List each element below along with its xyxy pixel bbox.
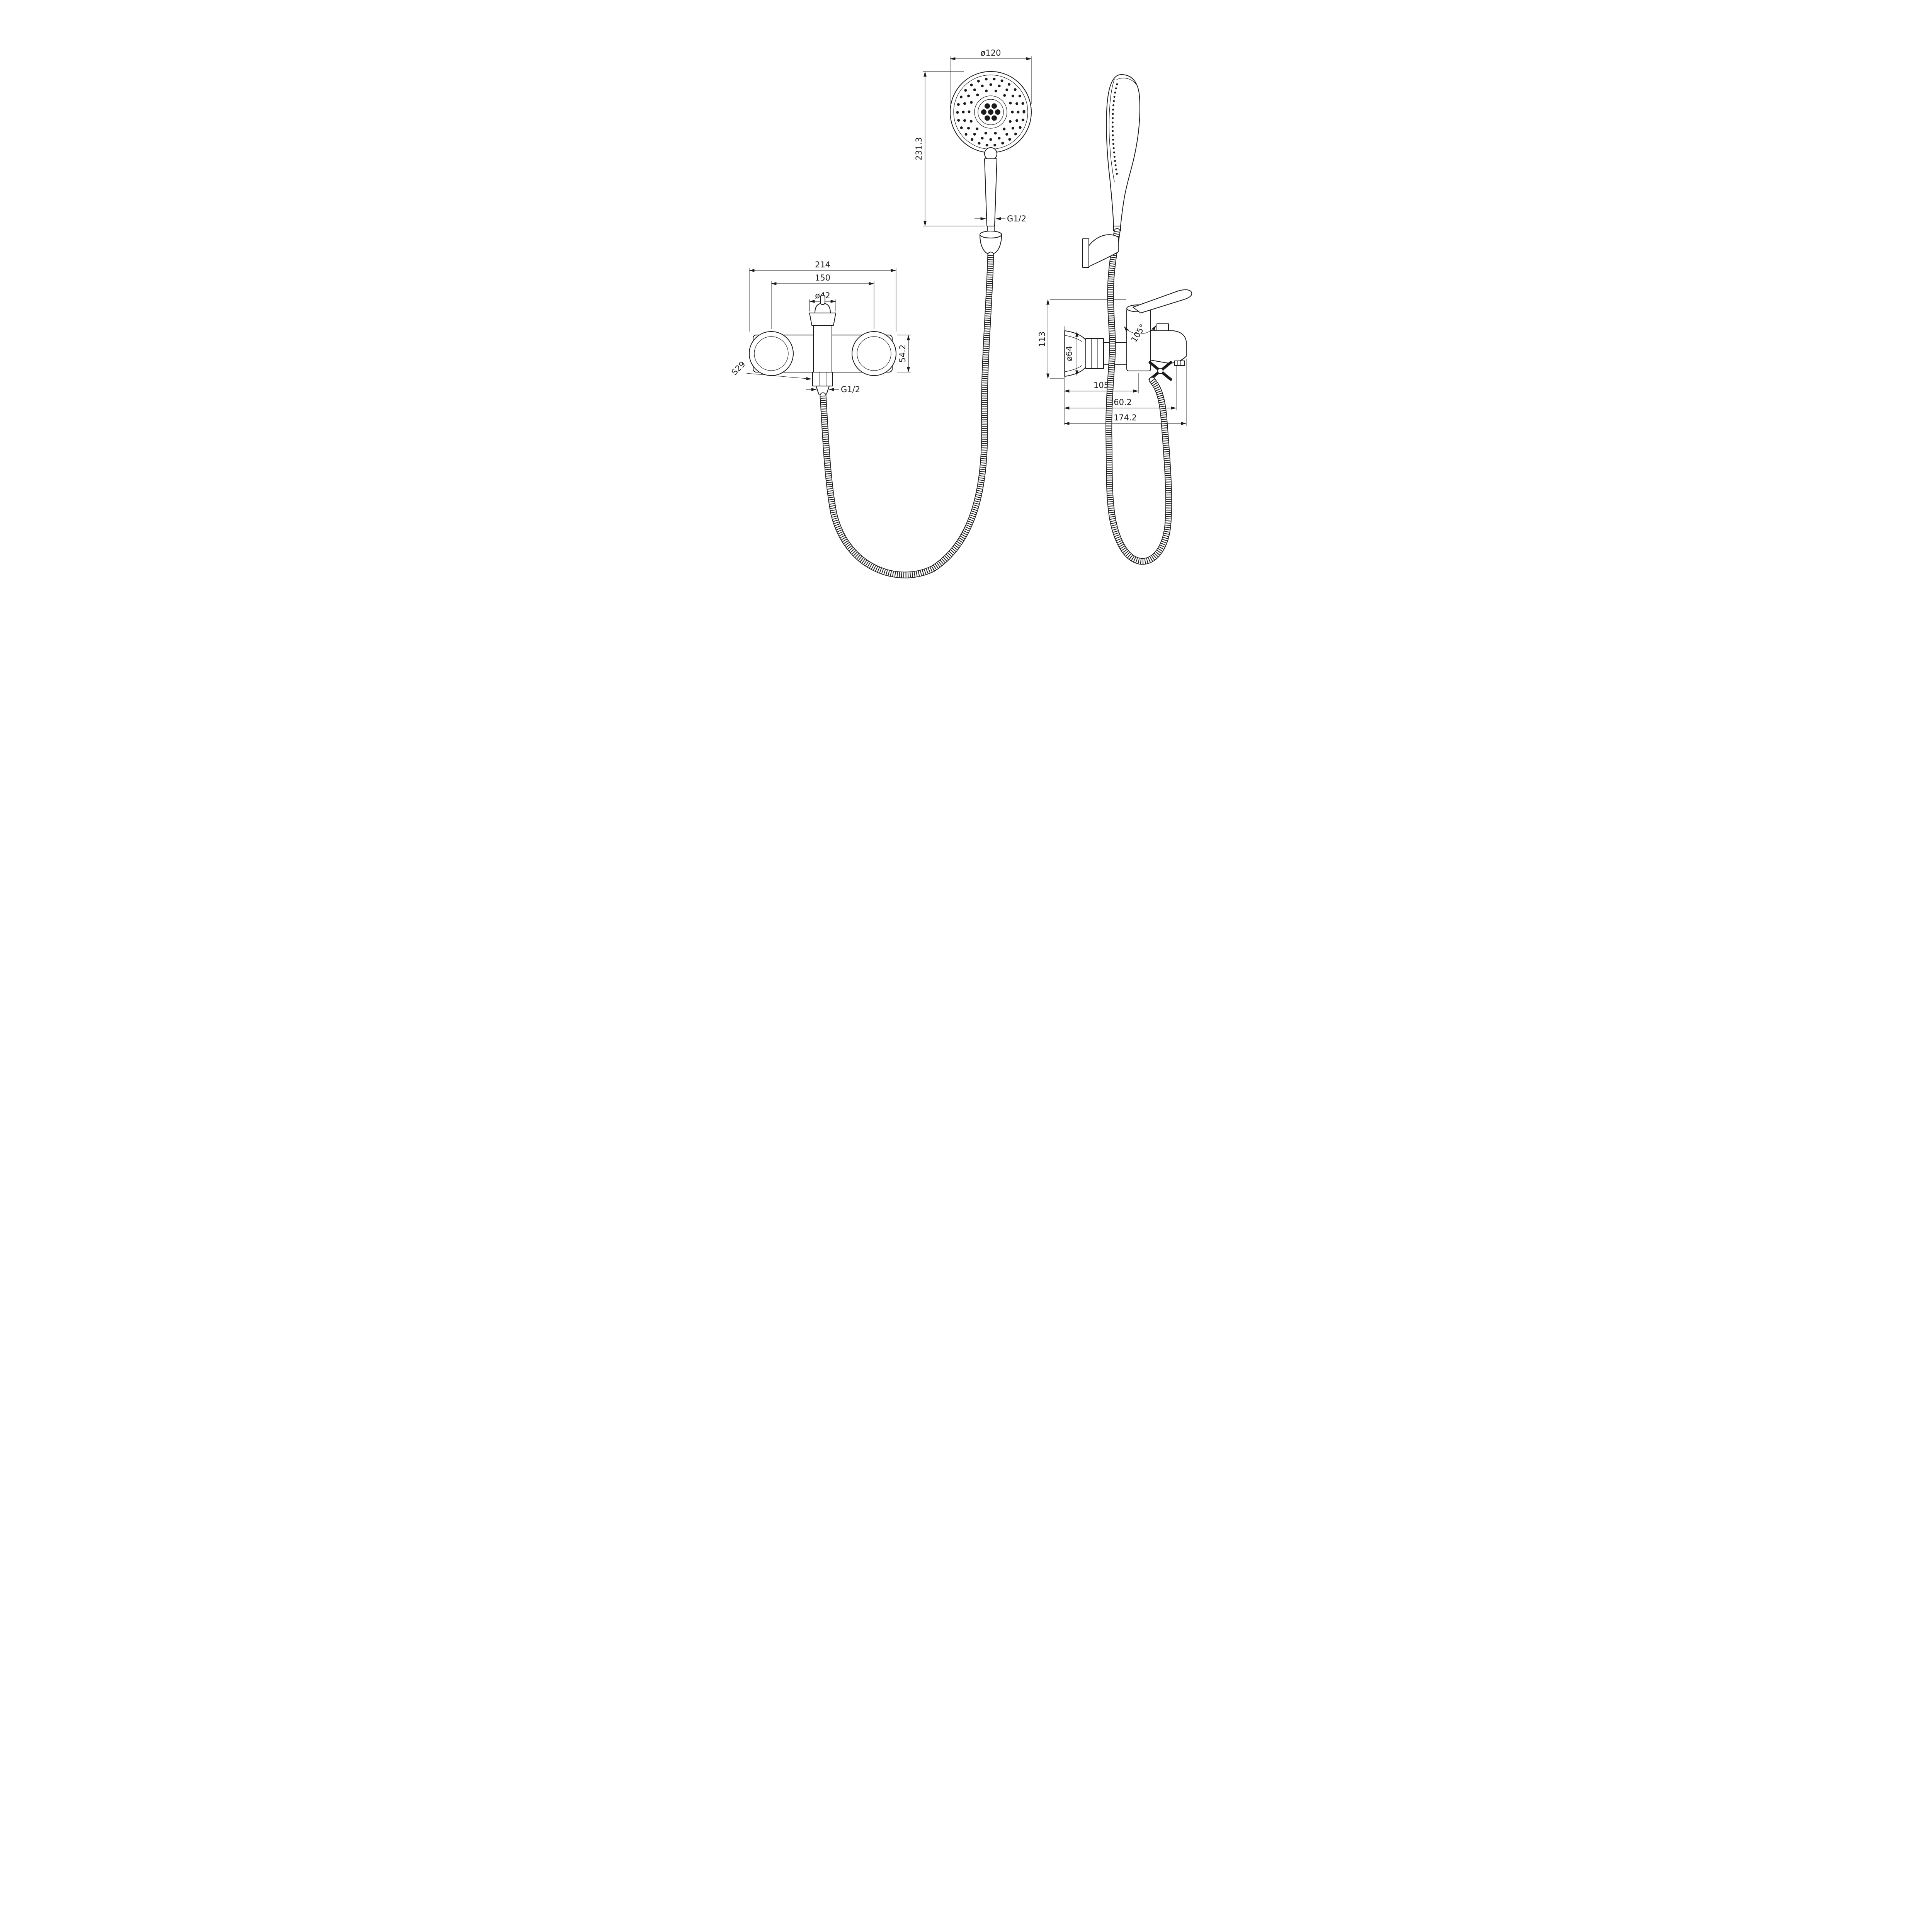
aerator [1174, 361, 1185, 366]
spray-ring-middle [962, 83, 1020, 141]
tub-spout-side [1150, 330, 1187, 364]
drawing-canvas: ø120 231.3 G1/2 214 [716, 0, 1216, 592]
shower-head-side-top-line [1116, 78, 1136, 85]
diverter-column [813, 325, 832, 374]
bracket-wall-plate [1082, 238, 1089, 268]
dim-label-flange-diameter: ø64 [1065, 346, 1074, 361]
cartridge-cap [809, 313, 836, 326]
center-jet-dot [992, 115, 997, 121]
dim-outlet-thread: G1/2 [806, 385, 860, 394]
handle-connector [987, 226, 995, 232]
spout-root-step [1156, 323, 1169, 331]
dim-label-body-height: 113 [1037, 332, 1047, 347]
mounting-flange-right [852, 331, 896, 376]
handle-pin [820, 295, 825, 305]
angle-arc [1124, 325, 1156, 334]
dim-handle-thread: G1/2 [975, 214, 1026, 223]
side-hose [1105, 228, 1172, 565]
spray-dots-side [1111, 83, 1118, 176]
drawing-page: ø120 231.3 G1/2 214 [716, 0, 1216, 592]
dim-label-overall-width: 214 [815, 260, 830, 269]
dim-wall-to-body-axis: 105 [1064, 373, 1139, 393]
hose-ribs [820, 255, 993, 578]
center-jet-ring-outer [974, 95, 1007, 129]
flange-bell-detail [1065, 335, 1082, 342]
hand-shower-front-view: ø120 231.3 G1/2 [914, 48, 1032, 255]
center-jet-dot [985, 103, 990, 109]
outlet-hex-nut [812, 372, 833, 386]
wall-bracket-front [980, 231, 1002, 255]
dim-label-mounting-centers: 150 [815, 273, 830, 282]
shower-handle [984, 158, 997, 226]
center-jet-dot [992, 103, 997, 109]
mounting-flange-left [749, 331, 794, 376]
shower-head-side-face-line [1109, 79, 1115, 182]
mounting-flange-left-inner [754, 336, 789, 371]
dim-label-handle-thread: G1/2 [1007, 214, 1026, 223]
mounting-flange-right-inner [857, 336, 891, 371]
mixer-side-view: 105 160.2 174.2 [1037, 289, 1192, 426]
handle-lever-side [1133, 289, 1192, 313]
dim-overall-width: 214 [749, 260, 896, 332]
center-jet-dot [995, 109, 1000, 115]
shower-head-side-outline [1106, 74, 1140, 226]
dim-label-head-diameter: ø120 [981, 48, 1001, 58]
head-neck-joint [984, 147, 997, 160]
dim-overall-height: 231.3 [914, 71, 985, 226]
spray-ring-outer [956, 77, 1026, 147]
bracket-rim [980, 231, 1002, 238]
front-hose [820, 252, 994, 578]
outlet-cone [816, 386, 830, 395]
hose-body [1106, 229, 1172, 564]
dim-flange-diameter: ø64 [1065, 331, 1078, 376]
center-jet-dot [985, 115, 990, 121]
spray-ring-inner [968, 89, 1014, 135]
mount-hex-nut-side [1085, 338, 1104, 369]
flange-bell-detail [1065, 365, 1082, 372]
dim-label-body-diameter: 54.2 [898, 345, 907, 363]
lead-line [746, 373, 812, 380]
dim-label-nut-wrench-size: S29 [730, 359, 747, 377]
dim-body-diameter: 54.2 [897, 335, 911, 372]
dim-label-wall-to-spout-tip: 174.2 [1114, 413, 1137, 422]
dim-head-diameter: ø120 [950, 48, 1032, 104]
dim-label-wall-to-body-axis: 105 [1094, 381, 1109, 390]
diverter-cross-hub [1157, 368, 1163, 374]
hand-shower-side-view [1106, 74, 1140, 231]
bracket-cup-side [1088, 234, 1119, 267]
mixer-front-view: 214 150 ø42 [730, 260, 911, 395]
center-jet-dot [988, 109, 993, 115]
wall-bracket-side [1082, 234, 1119, 268]
dim-label-overall-height: 231.3 [914, 137, 923, 160]
dim-label-outlet-thread: G1/2 [841, 385, 860, 394]
center-jet-ring-inner [978, 99, 1004, 125]
dim-mounting-centers: 150 [771, 273, 874, 329]
center-jet-dot [981, 109, 986, 115]
